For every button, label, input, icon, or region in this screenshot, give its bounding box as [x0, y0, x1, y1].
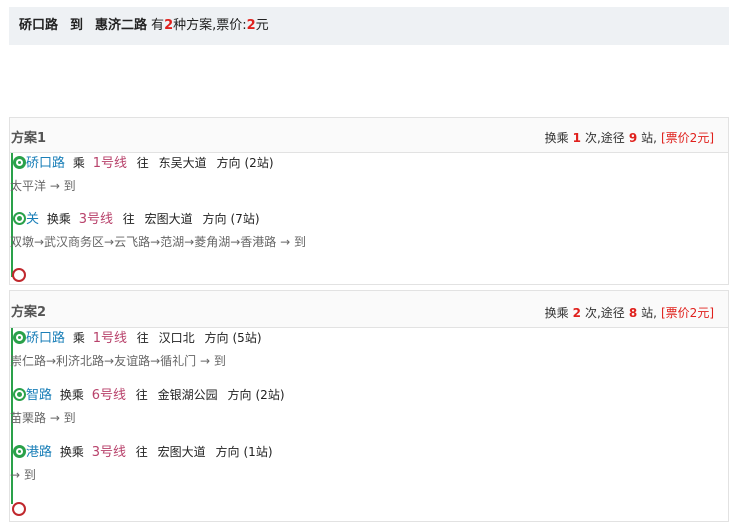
direction-label: 方向 [215, 445, 240, 459]
transfer-count: 2 [572, 306, 581, 320]
towards-label: 往 [122, 212, 135, 226]
direction-label: 方向 [202, 212, 227, 226]
station-name[interactable]: 港路 [26, 445, 53, 460]
plan-count: 2 [164, 18, 174, 33]
direction-label: 方向 [204, 331, 229, 345]
via-stations: → 到 [10, 468, 36, 482]
transfer-label: 换乘 [544, 131, 569, 145]
action-word: 乘 [72, 156, 85, 170]
plan-title: 方案2 [11, 305, 47, 320]
start-station-icon [13, 156, 26, 169]
via-label: 次,途径 [584, 306, 625, 320]
line-name[interactable]: 3号线 [78, 212, 113, 227]
to-word: 到 [70, 18, 84, 33]
towards-label: 往 [135, 388, 148, 402]
via-stations: 苗栗路 → 到 [10, 411, 76, 425]
direction-label: 方向 [227, 388, 252, 402]
origin-station: 硚口路 [19, 18, 59, 33]
start-station-icon [13, 331, 26, 344]
start-station-icon [13, 445, 26, 458]
end-station-icon [12, 268, 26, 282]
transfer-label: 换乘 [544, 306, 569, 320]
via-stations: 双墩→武汉商务区→云飞路→范湖→菱角湖→香港路 → 到 [10, 235, 306, 249]
segment-row: 硚口路 乘 1号线 往 东吴大道 方向(2站) [10, 153, 710, 173]
action-word: 乘 [72, 331, 85, 345]
towards-station: 宏图大道 [157, 445, 206, 459]
segment-2: 智路 换乘 6号线 往 金银湖公园 方向(2站) 苗栗路 → 到 [10, 385, 710, 428]
plan-title: 方案1 [11, 131, 47, 146]
route-summary-bar: 硚口路到惠济二路有2种方案,票价:2元 [9, 7, 729, 45]
segment-1: 硚口路 乘 1号线 往 汉口北 方向(5站) 崇仁路→利济北路→友谊路→循礼门 … [10, 328, 710, 371]
via-stations: 太平洋 → 到 [10, 179, 76, 193]
stops-label: 站, [641, 131, 657, 145]
line-name[interactable]: 1号线 [92, 331, 127, 346]
station-name[interactable]: 硚口路 [26, 156, 66, 171]
via-label: 次,途径 [584, 131, 625, 145]
action-word: 换乘 [59, 388, 84, 402]
stop-count: 9 [628, 131, 638, 145]
segment-row: 智路 换乘 6号线 往 金银湖公园 方向(2站) [10, 385, 710, 405]
stop-count-label: (2站) [244, 156, 274, 170]
transfer-count: 1 [572, 131, 581, 145]
stops-label: 站, [641, 306, 657, 320]
transfer-station-icon [13, 388, 26, 401]
stop-count: 8 [628, 306, 638, 320]
line-name[interactable]: 6号线 [91, 388, 126, 403]
has-prefix: 有 [151, 18, 165, 33]
line-name[interactable]: 3号线 [91, 445, 126, 460]
action-word: 换乘 [59, 445, 84, 459]
station-name[interactable]: 硚口路 [26, 331, 66, 346]
station-name[interactable]: 智路 [26, 388, 53, 403]
fare-badge: [票价2元] [661, 131, 714, 145]
towards-station: 宏图大道 [144, 212, 193, 226]
stop-count-label: (7站) [230, 212, 260, 226]
action-word: 换乘 [46, 212, 71, 226]
towards-label: 往 [135, 445, 148, 459]
end-station-icon [12, 502, 26, 516]
towards-label: 往 [136, 331, 149, 345]
segment-row: 硚口路 乘 1号线 往 汉口北 方向(5站) [10, 328, 710, 348]
line-name[interactable]: 1号线 [92, 156, 127, 171]
route-line [11, 153, 13, 277]
plan-suffix: 种方案,票价: [173, 18, 247, 33]
station-name[interactable]: 关 [26, 212, 40, 227]
stop-count-label: (2站) [255, 388, 285, 402]
segment-3: 港路 换乘 3号线 往 宏图大道 方向(1站) → 到 [10, 442, 710, 485]
towards-station: 东吴大道 [158, 156, 207, 170]
route-line [11, 328, 13, 504]
fare-badge: [票价2元] [661, 306, 714, 320]
destination-station: 惠济二路 [95, 18, 148, 33]
fare-unit: 元 [255, 18, 269, 33]
transfer-station-icon [13, 212, 26, 225]
towards-label: 往 [136, 156, 149, 170]
towards-station: 金银湖公园 [157, 388, 218, 402]
segment-row: 港路 换乘 3号线 往 宏图大道 方向(1站) [10, 442, 710, 462]
fare-value: 2 [246, 18, 256, 33]
direction-label: 方向 [216, 156, 241, 170]
stop-count-label: (5站) [232, 331, 262, 345]
segment-row: 关 换乘 3号线 往 宏图大道 方向(7站) [10, 209, 710, 229]
segment-2: 关 换乘 3号线 往 宏图大道 方向(7站) 双墩→武汉商务区→云飞路→范湖→菱… [10, 209, 710, 252]
stop-count-label: (1站) [243, 445, 273, 459]
via-stations: 崇仁路→利济北路→友谊路→循礼门 → 到 [10, 354, 226, 368]
towards-station: 汉口北 [158, 331, 195, 345]
segment-1: 硚口路 乘 1号线 往 东吴大道 方向(2站) 太平洋 → 到 [10, 153, 710, 196]
